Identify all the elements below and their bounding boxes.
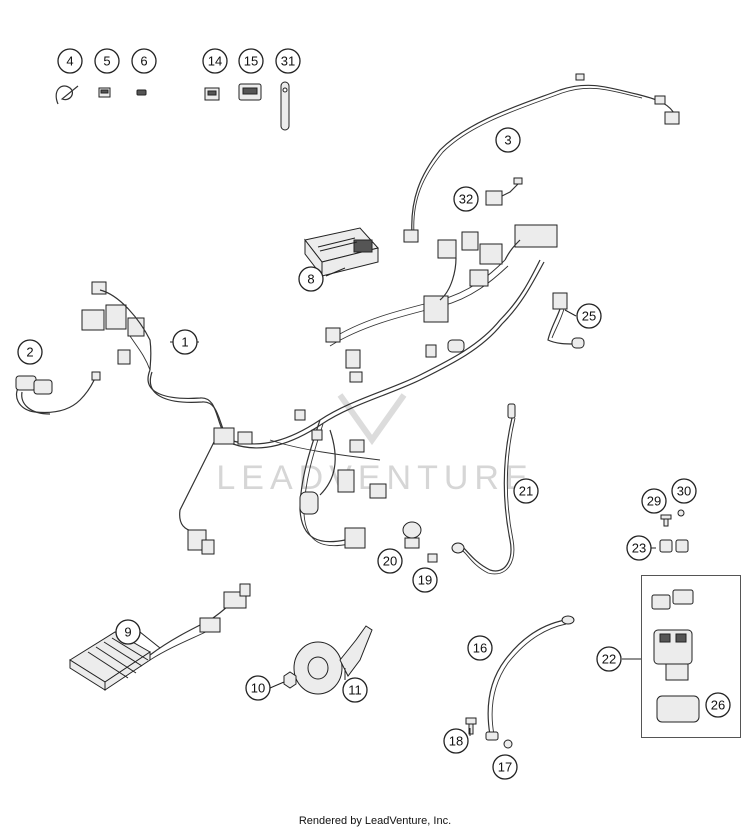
svg-text:22: 22 [602, 652, 616, 667]
part-5-connector [98, 87, 111, 98]
part-26-relay-cover [656, 695, 700, 723]
svg-text:3: 3 [504, 133, 511, 148]
footer-credit: Rendered by LeadVenture, Inc. [298, 815, 452, 827]
callout-2: 2 [17, 339, 43, 365]
callout-22: 22 [596, 646, 622, 672]
svg-text:9: 9 [124, 625, 131, 640]
svg-text:8: 8 [307, 272, 314, 287]
callout-21: 21 [513, 478, 539, 504]
callout-16: 16 [467, 635, 493, 661]
callout-1: 1 [172, 329, 198, 355]
svg-text:19: 19 [418, 573, 432, 588]
part-8-control-unit [304, 227, 379, 278]
part-19-nut [427, 553, 438, 563]
part-2-sub-harness [15, 371, 101, 415]
svg-text:23: 23 [632, 541, 646, 556]
svg-text:10: 10 [251, 681, 265, 696]
callout-25: 25 [576, 303, 602, 329]
svg-text:18: 18 [449, 734, 463, 749]
leader-8 [325, 267, 346, 277]
kit-22-group-box [641, 575, 741, 738]
part-21-battery-cable [451, 403, 516, 575]
svg-text:2: 2 [26, 345, 33, 360]
callout-5: 5 [94, 48, 120, 74]
svg-text:30: 30 [677, 484, 691, 499]
watermark-logo [337, 393, 407, 446]
svg-text:16: 16 [473, 641, 487, 656]
svg-text:6: 6 [140, 54, 147, 69]
callout-30: 30 [671, 478, 697, 504]
callout-31: 31 [275, 48, 301, 74]
svg-text:15: 15 [244, 54, 258, 69]
callout-14: 14 [202, 48, 228, 74]
callout-9: 9 [115, 619, 141, 645]
part-16-ground-cable [485, 615, 575, 741]
svg-text:26: 26 [711, 698, 725, 713]
callout-32: 32 [453, 186, 479, 212]
part-10-nut [283, 671, 297, 689]
part-22-starter-relay [651, 589, 694, 681]
callout-19: 19 [412, 567, 438, 593]
callout-18: 18 [443, 728, 469, 754]
callout-10: 10 [245, 675, 271, 701]
callout-8: 8 [298, 266, 324, 292]
svg-text:1: 1 [181, 335, 188, 350]
svg-text:32: 32 [459, 192, 473, 207]
part-9-voltage-regulator [69, 583, 251, 691]
part-32-connector [485, 177, 523, 206]
part-29-screw [660, 514, 672, 527]
callout-23: 23 [626, 535, 652, 561]
part-1-main-wiring-harness [81, 224, 558, 555]
part-18-screw [465, 717, 477, 735]
part-3-cable [403, 73, 680, 243]
callout-17: 17 [492, 754, 518, 780]
part-25-sensor-cable [547, 292, 585, 349]
callout-6: 6 [131, 48, 157, 74]
part-4-cable-tie [55, 85, 79, 105]
part-6-terminal-pin [136, 89, 147, 96]
svg-text:29: 29 [647, 494, 661, 509]
svg-text:31: 31 [281, 54, 295, 69]
part-20-sensor [402, 521, 422, 549]
part-17-washer [503, 739, 513, 749]
svg-text:17: 17 [498, 760, 512, 775]
svg-text:4: 4 [66, 54, 73, 69]
svg-text:5: 5 [103, 54, 110, 69]
leader-25 [564, 309, 577, 317]
part-31-holder-strap [280, 81, 290, 131]
callout-11: 11 [342, 677, 368, 703]
callout-26: 26 [705, 692, 731, 718]
svg-text:14: 14 [208, 54, 222, 69]
callout-29: 29 [641, 488, 667, 514]
svg-text:20: 20 [383, 554, 397, 569]
svg-text:11: 11 [348, 683, 362, 698]
leader-9 [139, 631, 161, 649]
svg-text:21: 21 [519, 484, 533, 499]
callout-4: 4 [57, 48, 83, 74]
part-11-horn [293, 625, 373, 695]
callout-15: 15 [238, 48, 264, 74]
part-14-connector [204, 87, 220, 101]
leader-10 [269, 681, 285, 689]
part-23-rubber-pads [659, 539, 689, 553]
callout-3: 3 [495, 127, 521, 153]
svg-text:25: 25 [582, 309, 596, 324]
part-30-nut [677, 509, 685, 517]
part-15-connector [238, 83, 262, 101]
callout-20: 20 [377, 548, 403, 574]
